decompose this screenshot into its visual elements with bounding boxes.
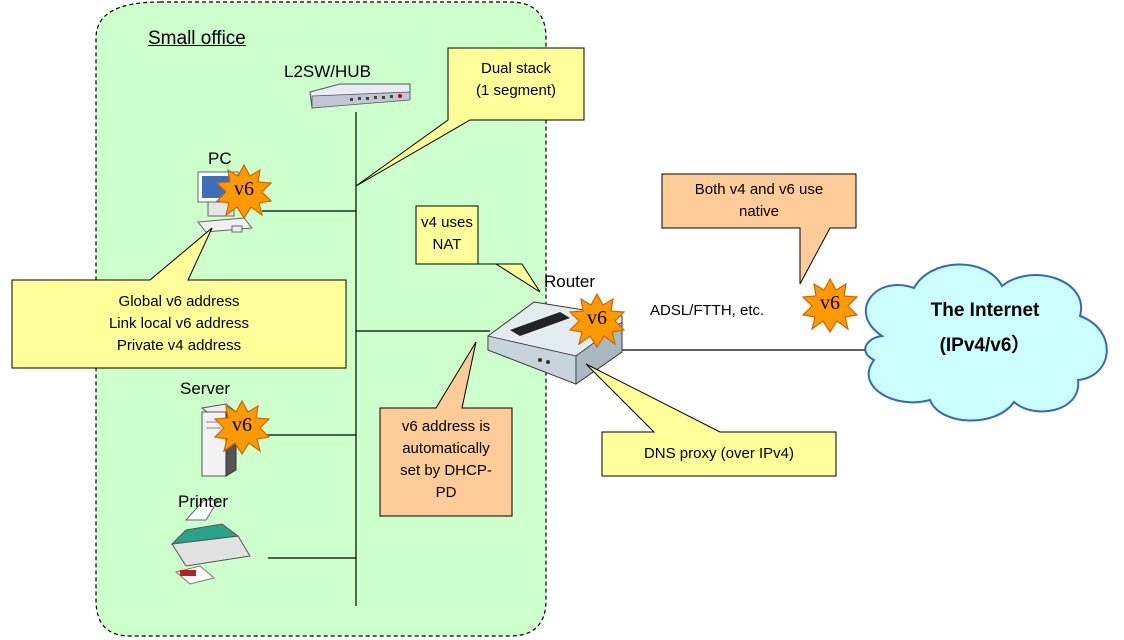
callout-nat-shape xyxy=(415,205,541,293)
router-v6-text: v6 xyxy=(587,307,607,329)
router-label: Router xyxy=(544,272,596,291)
callout-nat-line2: NAT xyxy=(432,236,462,253)
printer-device xyxy=(170,499,251,585)
callout-native-line2: native xyxy=(738,203,780,220)
printer-label: Printer xyxy=(178,492,229,511)
link-v6-text: v6 xyxy=(820,292,840,314)
server-label: Server xyxy=(180,379,231,398)
callout-dhcp-line2: automatically xyxy=(402,440,490,457)
callout-dual-stack-line1: Dual stack xyxy=(480,60,552,77)
internet-title: The Internet xyxy=(930,300,1040,321)
server-v6-text: v6 xyxy=(232,414,252,436)
callout-nat-line1: v4 uses xyxy=(421,214,473,231)
callout-native-shape xyxy=(661,173,857,285)
callout-dual-stack-line2: (1 segment) xyxy=(475,82,557,99)
pc-label: PC xyxy=(208,149,232,168)
callout-addresses-line1: Global v6 address xyxy=(118,293,240,310)
network-lines xyxy=(262,112,868,606)
callout-dns: DNS proxy (over IPv4) xyxy=(602,443,836,465)
callout-dual-stack-shape xyxy=(355,47,585,187)
callout-addresses: Global v6 address Link local v6 address … xyxy=(12,291,346,357)
callout-addresses-line3: Private v4 address xyxy=(116,337,242,354)
callout-dns-shape xyxy=(585,363,837,477)
callout-addresses-line2: Link local v6 address xyxy=(108,315,250,332)
hub-label: L2SW/HUB xyxy=(284,62,371,81)
hub-device xyxy=(309,83,411,109)
callout-addresses-shape xyxy=(11,227,347,369)
internet-subtitle: (IPv4/v6） xyxy=(939,335,1031,356)
callout-nat: v4 uses NAT xyxy=(416,212,478,256)
link-label: ADSL/FTTH, etc. xyxy=(650,302,765,319)
callout-dhcp-line1: v6 address is xyxy=(401,418,491,435)
callout-dhcp-line3: set by DHCP- xyxy=(400,462,492,479)
office-label: Small office xyxy=(148,28,246,49)
callout-dhcp: v6 address is automatically set by DHCP-… xyxy=(380,416,512,504)
callout-dual-stack: Dual stack (1 segment) xyxy=(448,58,584,102)
callout-dns-line1: DNS proxy (over IPv4) xyxy=(643,445,795,462)
callout-native-line1: Both v4 and v6 use xyxy=(694,181,824,198)
pc-v6-text: v6 xyxy=(234,178,254,200)
internet-cloud xyxy=(864,263,1108,422)
callout-native: Both v4 and v6 use native xyxy=(662,179,856,223)
callout-dhcp-line4: PD xyxy=(435,484,457,501)
callout-dhcp-shape xyxy=(379,341,513,517)
